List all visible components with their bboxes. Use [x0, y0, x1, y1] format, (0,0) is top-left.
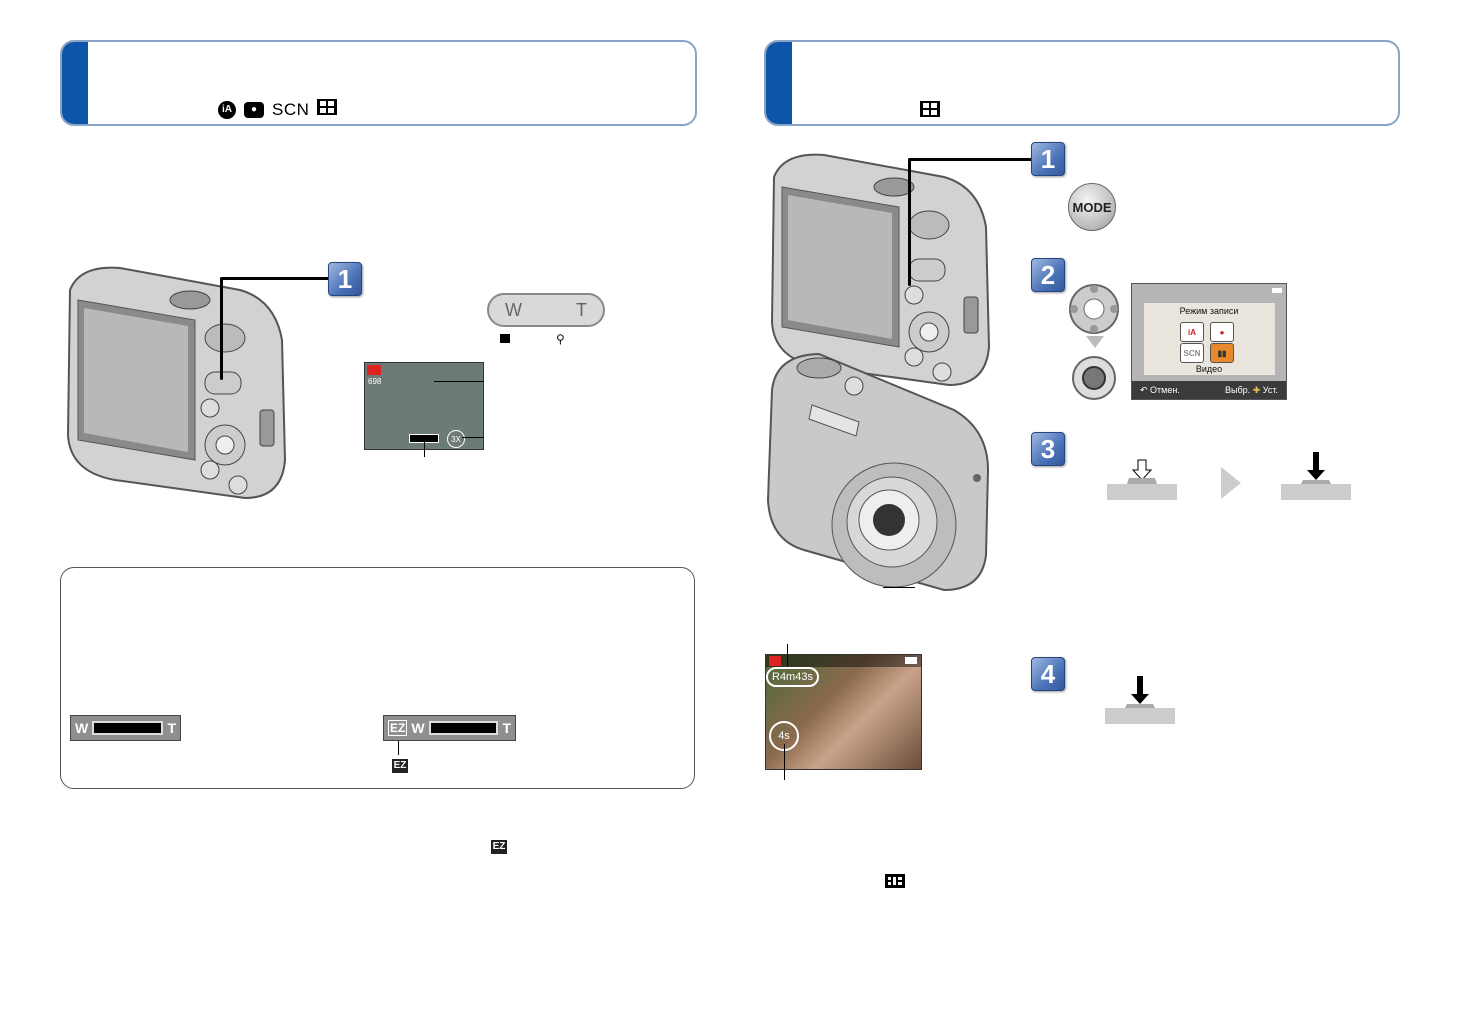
back-arrow-icon: ↶ — [1140, 384, 1151, 395]
rec-remaining-callout — [787, 644, 788, 666]
lcd-callout-2 — [462, 437, 484, 438]
right-step-4: 4 — [1031, 657, 1065, 691]
menu-bottom-bar: ↶ Отмен. Выбр. ✚ Уст. — [1132, 381, 1286, 399]
menu-panel — [1144, 303, 1275, 375]
camera-front-illustration — [764, 350, 994, 600]
menu-item-camera[interactable]: ● — [1210, 322, 1234, 342]
lcd-ia-icon — [367, 365, 381, 375]
zoom-lever[interactable]: W T — [487, 293, 605, 327]
zoombar-fill — [92, 721, 164, 735]
mode-callout-h — [910, 158, 1032, 161]
mic-callout — [883, 587, 915, 588]
dpad-mini-icon: ✚ — [1252, 384, 1261, 395]
zoombar-t: T — [167, 720, 176, 736]
dpad-icon[interactable] — [1068, 283, 1120, 340]
menu-item-video[interactable]: ▮▮ — [1210, 343, 1234, 363]
rec-status-bar — [766, 655, 921, 667]
shutter-full-press-stop — [1105, 674, 1175, 729]
camera-back-illustration-right — [764, 147, 994, 397]
lcd-callout-3 — [424, 437, 425, 457]
menu-back: ↶ Отмен. — [1140, 384, 1180, 395]
right-step-2: 2 — [1031, 258, 1065, 292]
film-icon — [317, 99, 338, 120]
lcd-callout-1 — [434, 381, 484, 382]
note-box — [60, 567, 695, 789]
zoombar-w: W — [75, 720, 89, 736]
shutter-half-press — [1107, 458, 1177, 505]
right-header-box — [764, 40, 1400, 126]
set-button-icon[interactable] — [1072, 356, 1116, 400]
left-mode-icons: iA ● SCN — [218, 99, 338, 120]
lcd-count: 698 — [368, 377, 382, 386]
footer-grid-icon — [885, 874, 905, 893]
ez-icon: EZ — [391, 755, 409, 774]
right-step-3: 3 — [1031, 432, 1065, 466]
mode-callout-v — [908, 158, 911, 286]
camera-back-illustration — [60, 260, 290, 510]
shutter-full-press — [1281, 450, 1351, 505]
wide-icon — [500, 334, 510, 343]
zoombar-ext-w: W — [411, 720, 425, 736]
rec-battery-icon — [905, 657, 917, 664]
menu-select-set: Выбр. ✚ Уст. — [1225, 384, 1278, 395]
step1-callout-v — [220, 277, 223, 380]
rec-remaining: R4m43s — [766, 667, 819, 687]
lcd-zoom-value: 3X — [447, 430, 465, 448]
ia-icon: iA — [218, 100, 236, 119]
zoom-bar-optical: W T — [70, 715, 181, 741]
ez-callout — [398, 741, 399, 755]
rec-elapsed-callout — [784, 744, 785, 780]
camera-icon: ● — [244, 101, 264, 118]
step1-callout-h — [222, 277, 328, 280]
menu-item-label: Видео — [1195, 364, 1223, 374]
right-step-1: 1 — [1031, 142, 1065, 176]
zoombar-ez: EZ — [388, 720, 408, 736]
arrow-right-icon — [1221, 467, 1241, 499]
zoom-t-label: T — [576, 299, 587, 320]
menu-item-ia[interactable]: iA — [1180, 322, 1204, 342]
zoom-bar-extended: EZ W T — [383, 715, 516, 741]
left-step-1: 1 — [328, 262, 362, 296]
mode-button[interactable]: MODE — [1068, 183, 1116, 231]
zoombar-ext-fill — [428, 721, 499, 735]
rec-mode-menu: Режим записи iA ● SCN ▮▮ Видео ↶ Отмен. … — [1131, 283, 1287, 400]
menu-item-scn[interactable]: SCN — [1180, 343, 1204, 363]
footer-ez-icon: EZ — [490, 836, 508, 855]
scn-label: SCN — [272, 99, 310, 119]
menu-title: Режим записи — [1179, 306, 1239, 316]
menu-battery-icon — [1272, 288, 1282, 293]
left-header-accent — [62, 42, 88, 124]
tele-magnifier-icon: ⚲ — [556, 332, 565, 346]
left-header-box — [60, 40, 697, 126]
zoom-w-label: W — [505, 299, 522, 320]
arrow-down-icon — [1086, 336, 1104, 348]
zoombar-ext-t: T — [502, 720, 511, 736]
right-header-accent — [766, 42, 792, 124]
right-film-icon — [920, 101, 940, 122]
recording-screen: R4m43s 4s — [765, 654, 922, 770]
rec-mode-icon — [769, 656, 781, 666]
